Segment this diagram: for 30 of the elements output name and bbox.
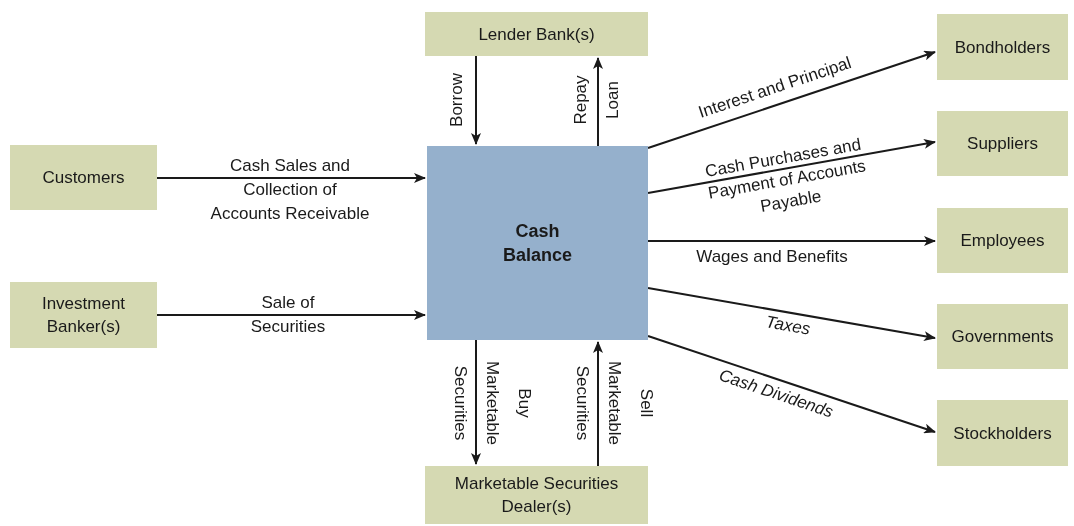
edge-label: Cash Purchases and Payment of Accounts Payable <box>702 133 869 218</box>
edge-label: Sell Marketable Securities <box>572 359 657 448</box>
arrow <box>647 287 936 342</box>
entity-box: Investment Banker(s) <box>10 282 157 348</box>
entity-box: Lender Bank(s) <box>425 12 648 56</box>
edge-label: Wages and Benefits <box>695 246 849 268</box>
arrow <box>471 339 481 465</box>
arrow <box>156 173 426 183</box>
entity-box: Governments <box>937 304 1068 369</box>
arrow <box>647 335 936 434</box>
balance-box: Cash Balance <box>427 146 648 340</box>
entity-box: Employees <box>937 208 1068 273</box>
entity-box: Stockholders <box>937 400 1068 466</box>
edge-label: Repay Loan <box>570 74 623 127</box>
entity-box: Customers <box>10 145 157 210</box>
entity-box: Marketable Securities Dealer(s) <box>425 466 648 524</box>
entity-box: Bondholders <box>937 14 1068 80</box>
arrow <box>647 50 936 149</box>
arrow <box>593 341 603 467</box>
edge-label: Sale of Securities <box>249 292 327 338</box>
edge-label: Buy Marketable Securities <box>450 359 535 448</box>
arrow <box>593 57 603 147</box>
edge-label: Taxes <box>763 311 813 341</box>
arrow <box>647 236 936 246</box>
edge-label: Cash Sales and Collection of Accounts Receivable <box>209 155 371 225</box>
entity-box: Suppliers <box>937 111 1068 176</box>
arrow <box>647 139 936 194</box>
arrow <box>156 310 426 320</box>
arrow <box>471 55 481 145</box>
edge-label: Borrow <box>446 72 467 129</box>
